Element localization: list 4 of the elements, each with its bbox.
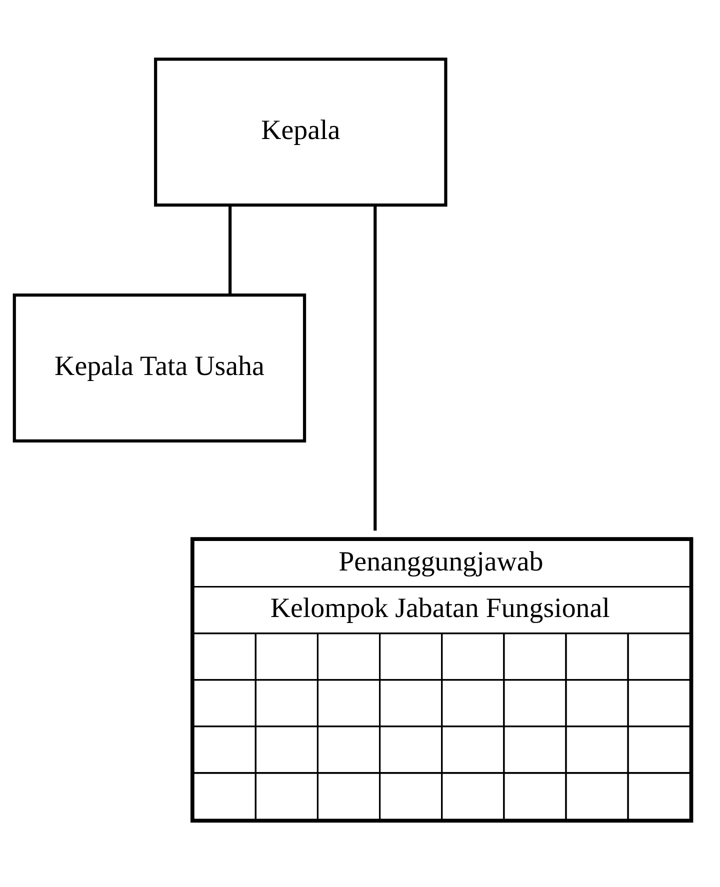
connector [374, 204, 377, 530]
node-box: Kepala [154, 57, 448, 206]
connector [228, 204, 232, 294]
node-box: Kepala Tata Usaha [12, 293, 306, 442]
